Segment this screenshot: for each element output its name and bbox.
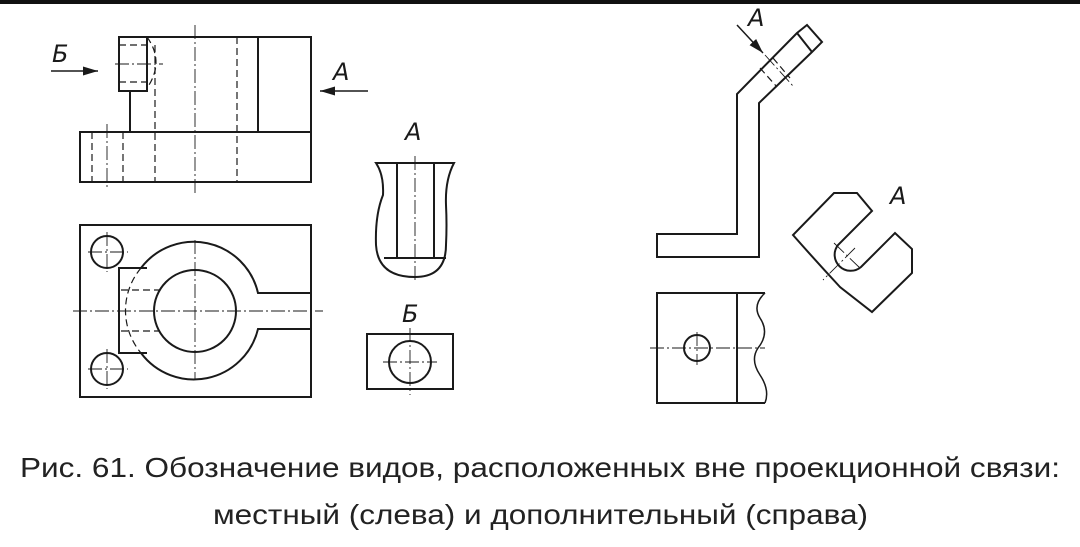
local-view-a: А (374, 118, 456, 282)
local-view-b-label: Б (402, 300, 418, 328)
front-view (79, 25, 312, 193)
view-b-arrow: Б (51, 40, 98, 76)
top-view (73, 224, 323, 398)
auxiliary-view-a-label: А (888, 182, 906, 210)
local-view-b: Б (366, 300, 454, 395)
local-view-a-label: А (403, 118, 421, 146)
bracket-view-a-arrow-label: А (746, 4, 764, 32)
top-border (0, 0, 1080, 4)
bracket-front-view: А (656, 4, 824, 258)
bracket-top-view (650, 292, 768, 404)
view-a-arrow-label: А (331, 58, 349, 86)
caption-line-2: местный (слева) и дополнительный (справа… (213, 499, 868, 530)
view-a-arrow: А (320, 58, 368, 96)
view-b-arrow-label: Б (52, 40, 68, 68)
caption-line-1: Рис. 61. Обозначение видов, расположенны… (20, 452, 1060, 483)
auxiliary-view-a: А (791, 182, 913, 314)
